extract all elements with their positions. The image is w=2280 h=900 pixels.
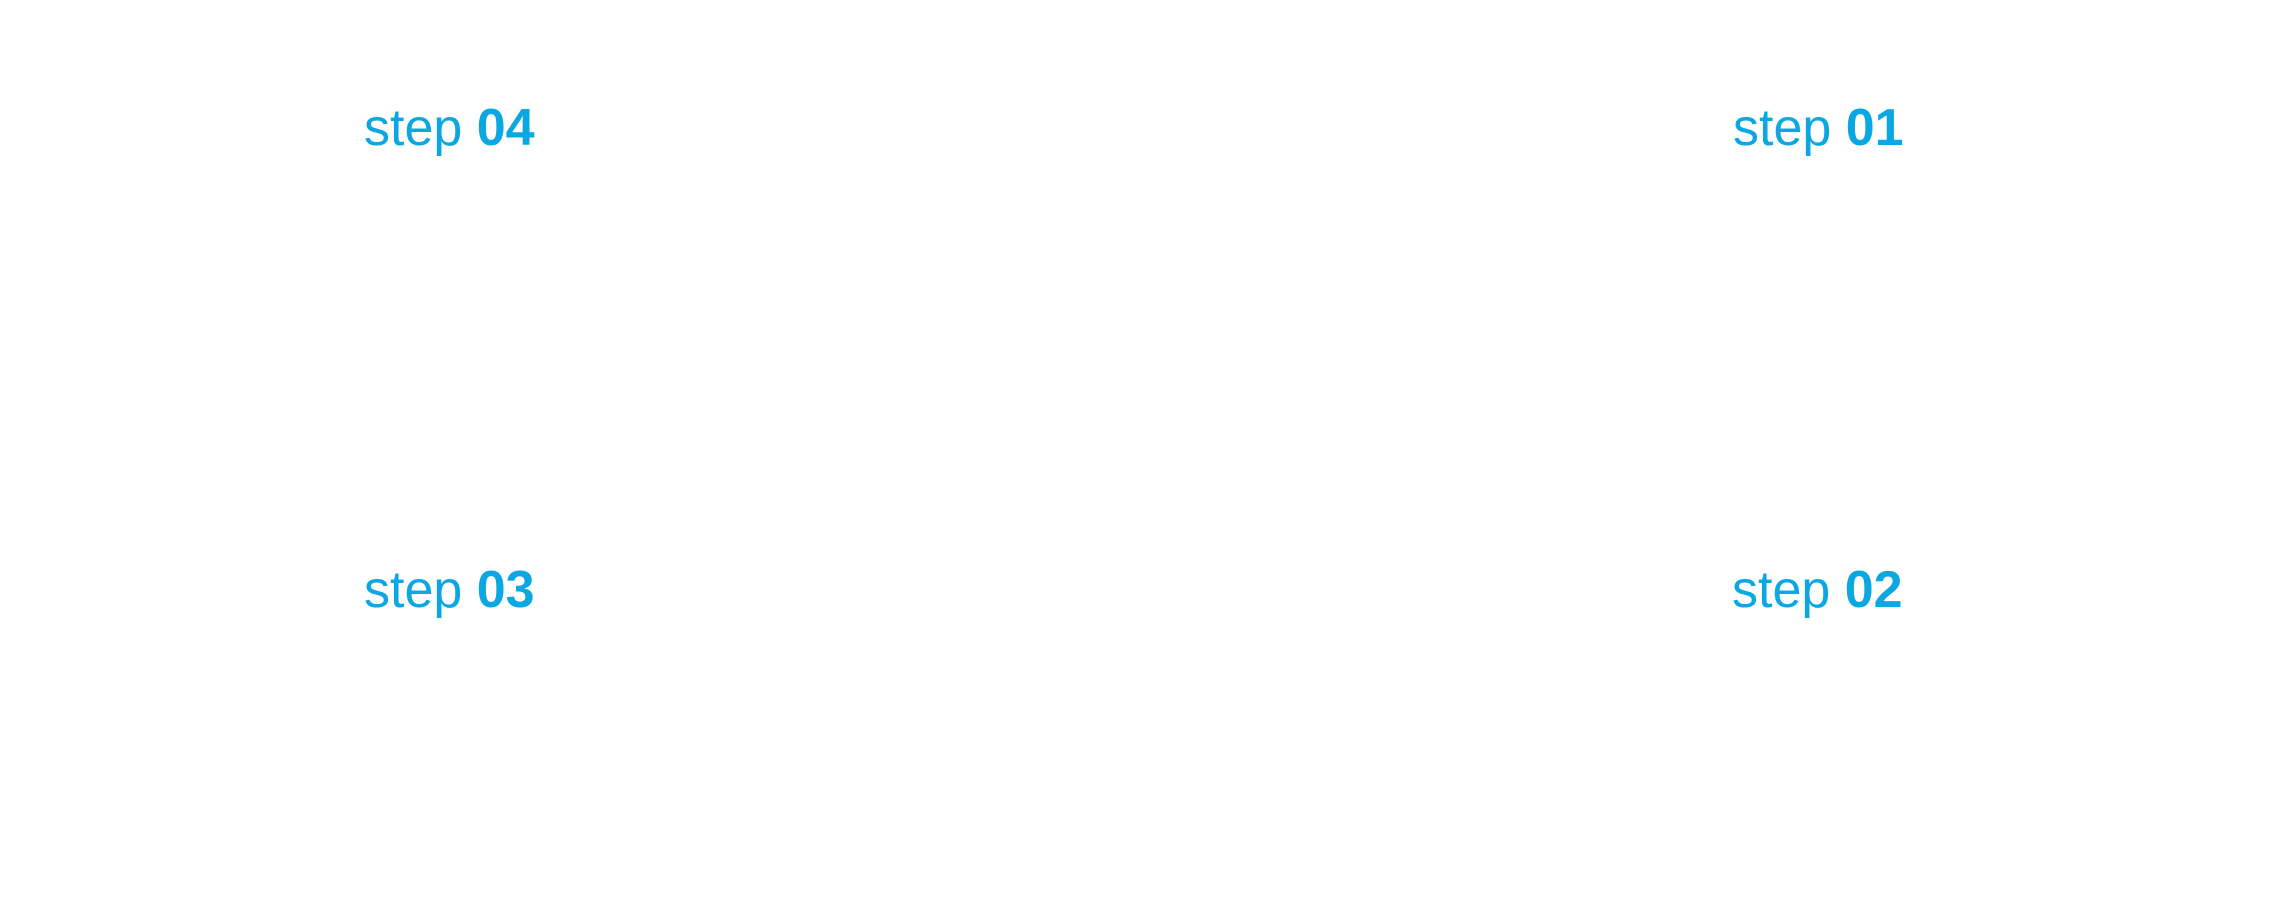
step-number: 04 (476, 99, 535, 157)
step-number: 02 (1844, 561, 1903, 619)
step-number: 01 (1845, 99, 1904, 157)
step-word: step (364, 561, 463, 619)
step-word: step (1732, 561, 1831, 619)
step-label-01: step 01 (1733, 102, 1904, 154)
step-number: 03 (476, 561, 535, 619)
step-label-02: step 02 (1732, 564, 1903, 616)
step-word: step (1733, 99, 1832, 157)
step-word: step (364, 99, 463, 157)
step-label-04: step 04 (364, 102, 535, 154)
step-label-03: step 03 (364, 564, 535, 616)
